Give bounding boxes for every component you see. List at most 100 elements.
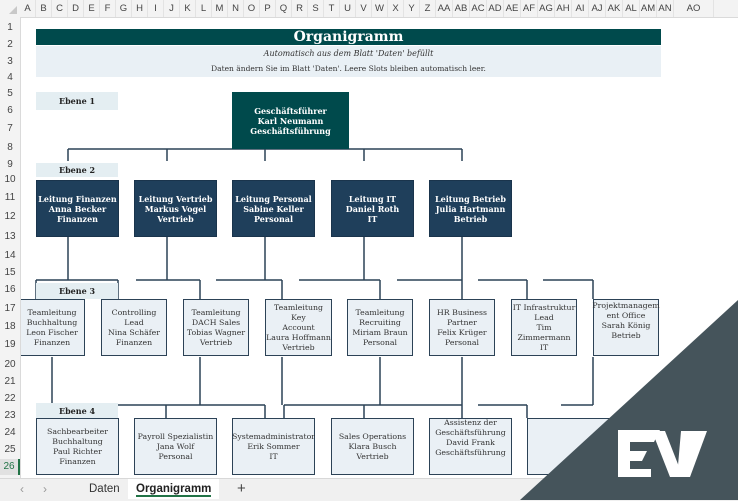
column-header[interactable]: AK — [606, 0, 623, 17]
row-header[interactable]: 1 — [7, 22, 13, 33]
org-box-level2[interactable]: Leitung Finanzen Anna Becker Finanzen — [36, 180, 119, 237]
row-header[interactable]: 10 — [4, 174, 16, 185]
row-header[interactable]: 6 — [7, 105, 13, 116]
column-header[interactable]: I — [148, 0, 164, 17]
column-header[interactable]: L — [196, 0, 212, 17]
column-header[interactable]: T — [324, 0, 340, 17]
row-header[interactable]: 15 — [4, 267, 16, 278]
add-sheet-button[interactable]: + — [237, 480, 246, 497]
row-header[interactable]: 16 — [4, 284, 16, 295]
column-header[interactable]: W — [372, 0, 388, 17]
row-header[interactable]: 23 — [4, 410, 16, 421]
tab-next-button[interactable]: › — [43, 482, 47, 496]
org-box-level2[interactable]: Leitung Personal Sabine Keller Personal — [232, 180, 315, 237]
column-header[interactable]: AB — [453, 0, 470, 17]
box-line: Geschäftsführung — [435, 447, 506, 457]
worksheet-grid[interactable]: Organigramm Automatisch aus dem Blatt 'D… — [21, 18, 738, 478]
org-box-level2[interactable]: Leitung Vertrieb Markus Vogel Vertrieb — [134, 180, 217, 237]
column-header[interactable]: AO — [674, 0, 714, 17]
column-header[interactable]: AA — [436, 0, 453, 17]
row-header[interactable]: 17 — [4, 303, 16, 314]
column-header[interactable]: AD — [487, 0, 504, 17]
column-header[interactable]: H — [132, 0, 148, 17]
column-header[interactable]: P — [260, 0, 276, 17]
column-header[interactable]: C — [52, 0, 68, 17]
column-header[interactable]: J — [164, 0, 180, 17]
row-header[interactable]: 4 — [7, 72, 13, 83]
column-header[interactable]: X — [388, 0, 404, 17]
column-header[interactable]: Y — [404, 0, 420, 17]
row-header[interactable]: 14 — [4, 250, 16, 261]
column-header[interactable]: AM — [640, 0, 657, 17]
column-header[interactable]: U — [340, 0, 356, 17]
column-header[interactable]: S — [308, 0, 324, 17]
box-line: Controlling Lead — [111, 307, 157, 327]
column-header[interactable]: F — [100, 0, 116, 17]
row-header[interactable]: 12 — [4, 211, 16, 222]
tab-organigramm[interactable]: Organigramm — [128, 479, 220, 499]
row-header[interactable]: 3 — [7, 56, 13, 67]
org-box-level2[interactable]: Leitung IT Daniel Roth IT — [331, 180, 414, 237]
row-header[interactable]: 26 — [0, 459, 20, 475]
column-header[interactable]: AE — [504, 0, 521, 17]
row-header[interactable]: 5 — [7, 88, 13, 99]
row-header[interactable]: 9 — [7, 159, 13, 170]
org-box-ceo[interactable]: Geschäftsführer Karl Neumann Geschäftsfü… — [232, 92, 349, 149]
row-header[interactable]: 8 — [7, 142, 13, 153]
column-header[interactable]: B — [36, 0, 52, 17]
column-header[interactable]: Q — [276, 0, 292, 17]
column-header[interactable]: AH — [555, 0, 572, 17]
org-box-level2[interactable]: Leitung Betrieb Julia Hartmann Betrieb — [429, 180, 512, 237]
row-header[interactable]: 25 — [4, 444, 16, 455]
row-header[interactable]: 18 — [4, 321, 16, 332]
row-header[interactable]: 22 — [4, 393, 16, 404]
row-header[interactable]: 20 — [4, 359, 16, 370]
column-header[interactable]: V — [356, 0, 372, 17]
column-header[interactable]: G — [116, 0, 132, 17]
column-header[interactable]: A — [20, 0, 36, 17]
box-dept: Geschäftsführung — [250, 125, 331, 136]
box-name: Karl Neumann — [257, 115, 324, 126]
select-all-button[interactable] — [0, 0, 20, 17]
column-header[interactable]: K — [180, 0, 196, 17]
connector-lines — [35, 139, 594, 418]
column-header[interactable]: AJ — [589, 0, 606, 17]
column-header[interactable]: M — [212, 0, 228, 17]
column-header[interactable]: AL — [623, 0, 640, 17]
column-header[interactable]: D — [68, 0, 84, 17]
row-header[interactable]: 7 — [7, 123, 13, 134]
row-header[interactable]: 2 — [7, 39, 13, 50]
column-header[interactable]: AF — [521, 0, 538, 17]
row-header[interactable]: 13 — [4, 231, 16, 242]
column-header[interactable]: AI — [572, 0, 589, 17]
column-header[interactable]: R — [292, 0, 308, 17]
row-header[interactable]: 11 — [4, 192, 16, 203]
row-header[interactable]: 24 — [4, 427, 16, 438]
row-header[interactable]: 19 — [4, 339, 16, 350]
column-header[interactable]: E — [84, 0, 100, 17]
column-header[interactable]: O — [244, 0, 260, 17]
tab-prev-button[interactable]: ‹ — [20, 482, 24, 496]
box-line: Nina Schäfer — [107, 327, 161, 337]
row-header[interactable]: 21 — [4, 376, 16, 387]
column-header[interactable]: N — [228, 0, 244, 17]
column-header[interactable]: Z — [420, 0, 436, 17]
box-line: Vertrieb — [282, 342, 315, 352]
column-header[interactable]: AG — [538, 0, 555, 17]
tab-daten[interactable]: Daten — [89, 483, 120, 495]
column-header[interactable]: AN — [657, 0, 674, 17]
column-header[interactable]: AC — [470, 0, 487, 17]
